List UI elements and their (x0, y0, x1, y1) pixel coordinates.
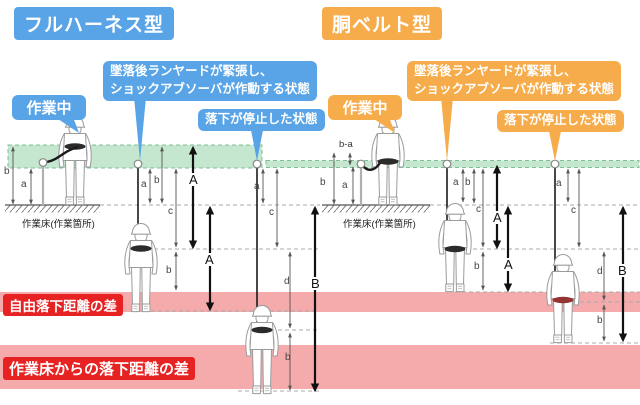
right-falling-waist-belt (444, 245, 466, 253)
measure-label-b: b (320, 177, 326, 188)
measure-label-d: d (284, 276, 290, 287)
anchor-ring (252, 159, 262, 169)
left-fall-callout-line2: ショックアブソーバが作動する状態 (110, 81, 310, 96)
measure-label-b: b (166, 265, 172, 276)
anchor-ring (442, 159, 452, 169)
right-fall-callout: 墜落後ランヤードが緊張し、 ショックアブソーバが作動する状態 (407, 61, 621, 101)
callout-tails (55, 97, 561, 161)
left-stopped-chest-harness (251, 326, 273, 334)
right-fall-callout-line1: 墜落後ランヤードが緊張し、 (414, 64, 577, 78)
measure-label-b: b (465, 177, 471, 188)
measure-label-c: c (269, 207, 274, 218)
right-standing-waist-belt (377, 158, 399, 165)
right-panel-title: 胴ベルト型 (322, 7, 443, 40)
left-panel-title: フルハーネス型 (14, 7, 175, 40)
right-anchor-band (265, 160, 640, 168)
anchor-ring (38, 158, 48, 167)
floor-fall-difference-label: 作業床からの落下距離の差 (3, 357, 196, 380)
right-working-callout: 作業中 (328, 95, 402, 120)
measure-label-b: b (154, 175, 160, 186)
measure-label-b: b (474, 261, 480, 272)
measure-label-A: A (188, 172, 199, 187)
anchor-ring (133, 159, 143, 169)
right-floor-label: 作業床(作業箇所) (343, 219, 416, 230)
anchor-ring (550, 159, 560, 169)
anchor-ring (356, 159, 366, 169)
measure-label-a: a (453, 177, 459, 188)
right-fall-callout-line2: ショックアブソーバが作動する状態 (414, 81, 614, 96)
left-lanyard (46, 145, 79, 164)
measure-label-c: c (476, 204, 481, 215)
measure-label-a: a (254, 181, 260, 192)
left-standing-chest-harness (64, 143, 86, 150)
measure-label-a: a (21, 179, 27, 190)
lanyards-and-anchors (38, 145, 560, 171)
left-working-callout: 作業中 (12, 95, 86, 120)
free-fall-difference-band (0, 292, 640, 312)
measure-label-A: A (204, 252, 215, 267)
green-anchor-bands (7, 144, 640, 169)
measure-label-b-minus-a: b-a (339, 139, 353, 150)
measure-label-a: a (342, 180, 348, 191)
measure-label-A: A (503, 257, 514, 272)
left-floor-label: 作業床(作業箇所) (22, 219, 95, 230)
left-fall-callout: 墜落後ランヤードが緊張し、 ショックアブソーバが作動する状態 (103, 61, 317, 101)
work-floors (5, 204, 430, 213)
right-stopped-callout: 落下が停止した状態 (497, 110, 624, 132)
worker-figures (58, 116, 580, 395)
left-stopped-callout: 落下が停止した状態 (198, 109, 325, 131)
left-fall-callout-line1: 墜落後ランヤードが緊張し、 (110, 64, 273, 78)
measure-label-B: B (617, 263, 628, 278)
measure-label-b: b (4, 166, 10, 177)
measurement-arrows-thin (11, 146, 606, 391)
left-falling-chest-harness (130, 245, 152, 252)
measure-label-a: a (141, 179, 147, 190)
measure-label-d: d (597, 266, 603, 277)
measure-label-b: b (597, 315, 603, 326)
measurement-arrows-thick (188, 145, 628, 393)
right-floor-hatch (322, 205, 430, 213)
measure-label-b: b (285, 352, 291, 363)
measure-label-A: A (492, 210, 503, 225)
measure-label-c: c (168, 206, 173, 217)
anchor-posts (41, 166, 363, 205)
measure-label-c: c (571, 205, 576, 216)
measure-label-B: B (310, 276, 321, 291)
measure-label-a: a (556, 178, 562, 189)
left-floor-hatch (5, 205, 100, 213)
right-stopped-waist-belt (552, 296, 574, 304)
free-fall-difference-label: 自由落下距離の差 (3, 294, 123, 316)
